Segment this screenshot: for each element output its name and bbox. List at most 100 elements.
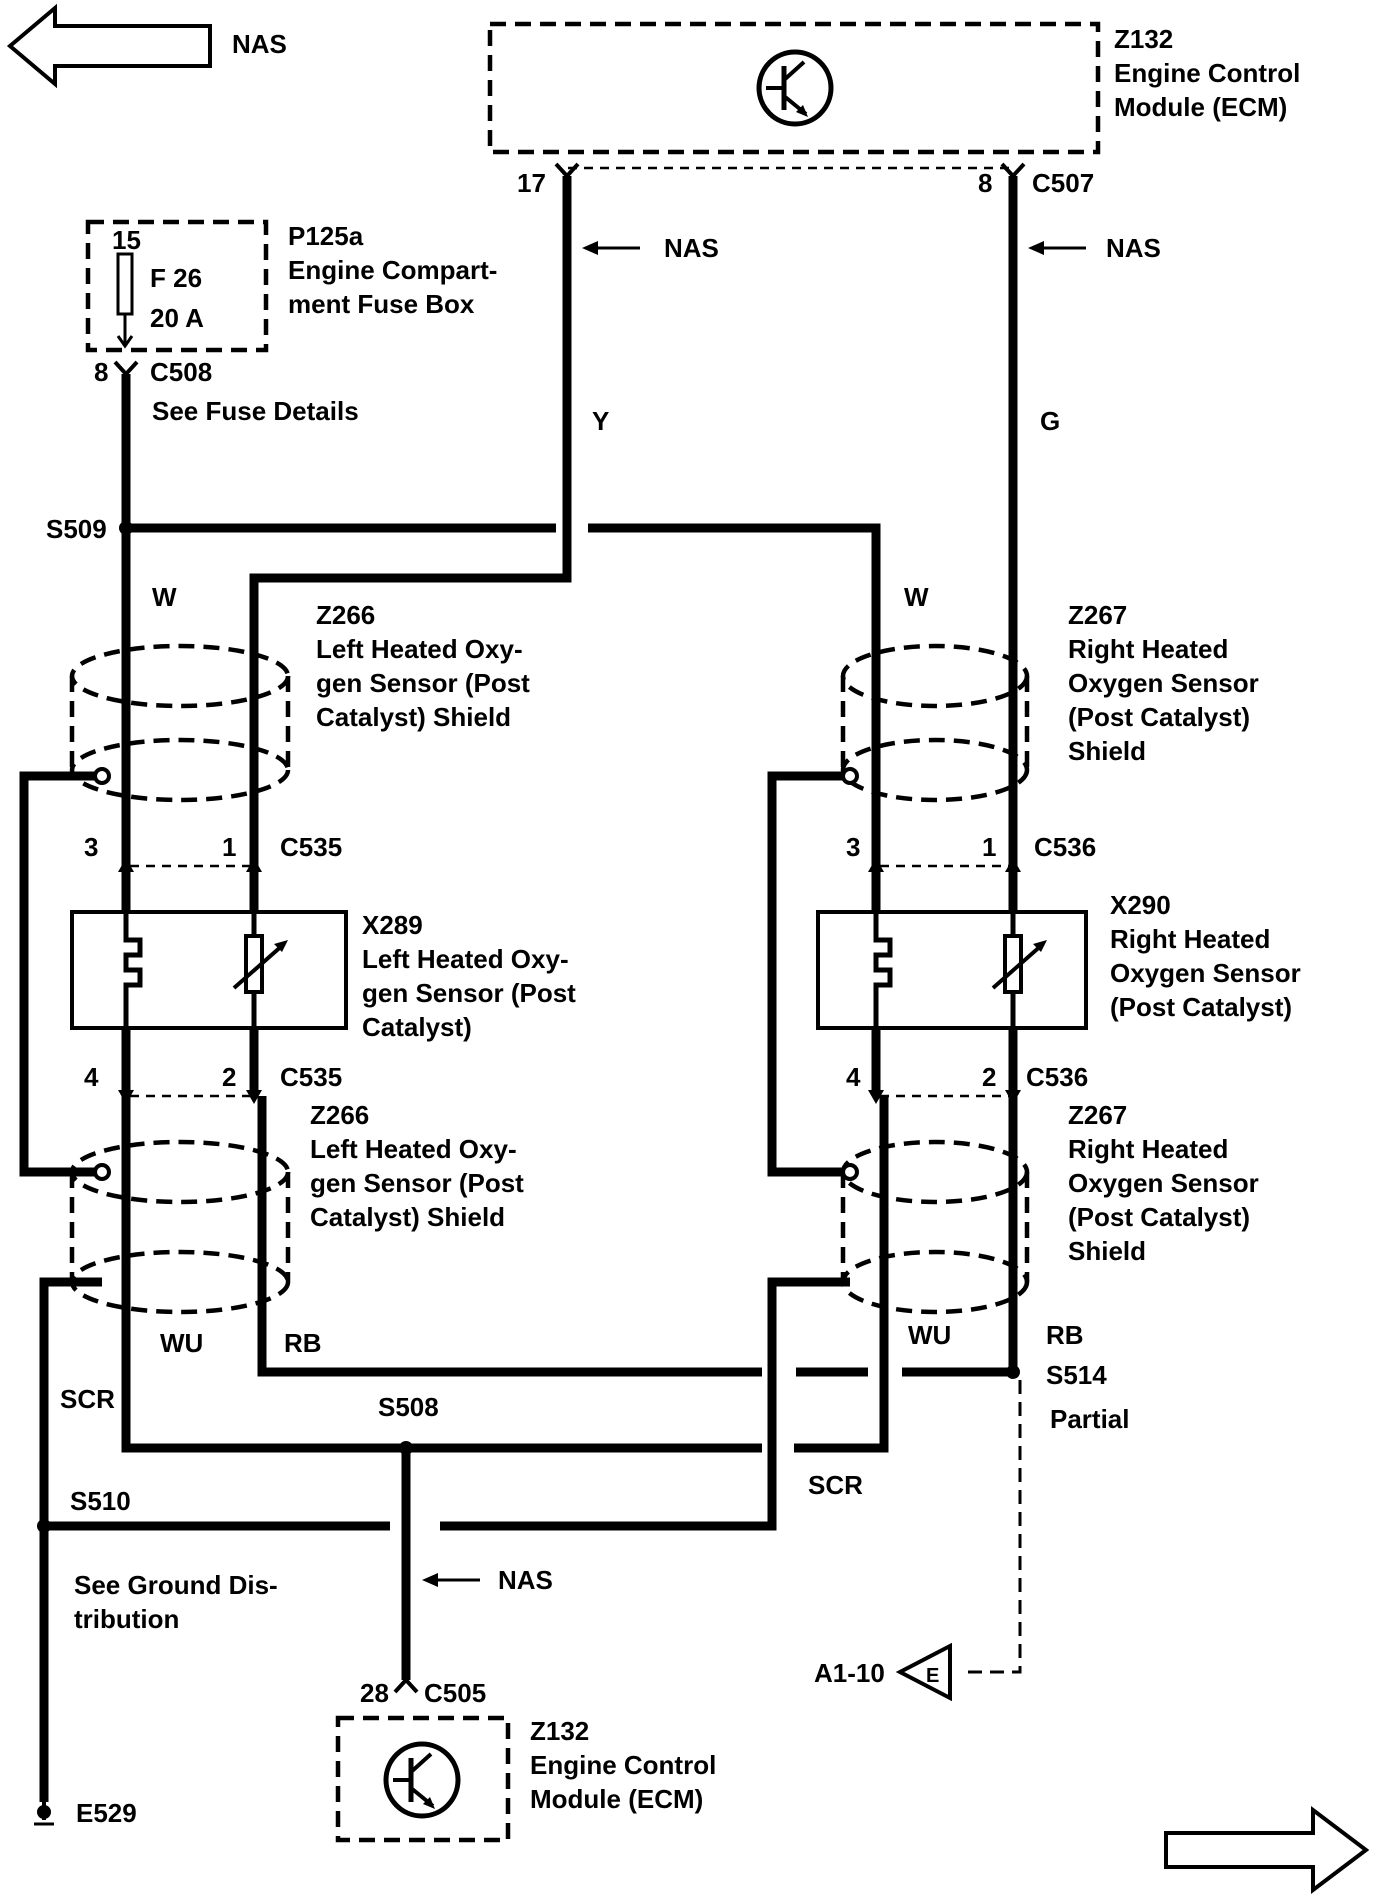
- right-upper-shield-line2: Oxygen Sensor: [1068, 668, 1259, 698]
- wire-y-ecm-to-left-sensor: [249, 176, 572, 866]
- right-sensor-id: X290: [1110, 890, 1171, 920]
- ground-icon: [34, 1802, 54, 1826]
- left-lower-shield-line2: gen Sensor (Post: [310, 1168, 524, 1198]
- right-sensor-connector-bottom: C536: [1026, 1062, 1088, 1092]
- ecm-bottom-line2: Module (ECM): [530, 1784, 703, 1814]
- right-shield-drain-loop: [767, 771, 850, 1177]
- fuse-box-note: See Fuse Details: [152, 396, 359, 426]
- ground-note-line2: tribution: [74, 1604, 179, 1634]
- offpage-connector-letter: E: [926, 1665, 939, 1687]
- right-sensor-pin3: 3: [846, 832, 860, 862]
- left-sensor-pin4: 4: [84, 1062, 99, 1092]
- fuse-box-cavity: 15: [112, 225, 141, 255]
- wire-g-label: G: [1040, 406, 1060, 436]
- transistor-icon: [383, 1741, 461, 1819]
- c507-pin17-terminal: [554, 162, 580, 179]
- right-lower-shield-line4: Shield: [1068, 1236, 1146, 1266]
- c505-terminal: [393, 1677, 419, 1694]
- right-lower-shield-line2: Oxygen Sensor: [1068, 1168, 1259, 1198]
- right-lower-shield-id: Z267: [1068, 1100, 1127, 1130]
- fuse-box-connector: C508: [150, 357, 212, 387]
- offpage-connector-icon[interactable]: [895, 1642, 952, 1702]
- wire-w-right-label: W: [904, 582, 929, 612]
- right-lower-shield-drain-dot: [841, 1163, 859, 1181]
- left-upper-shield-icon: [69, 643, 291, 803]
- right-sensor-pin1: 1: [982, 832, 996, 862]
- fuse-box-line1: Engine Compart-: [288, 255, 497, 285]
- fuse-icon: [116, 252, 134, 349]
- splice-s514-dot: [1006, 1365, 1020, 1379]
- ground-note-line1: See Ground Dis-: [74, 1570, 278, 1600]
- ecm-top-id: Z132: [1114, 24, 1173, 54]
- wire-rb-right-label: RB: [1046, 1320, 1084, 1350]
- left-sensor-pin3: 3: [84, 832, 98, 862]
- left-sensor-box: [70, 910, 348, 1030]
- wire-scr-left-label: SCR: [60, 1384, 115, 1414]
- right-sensor-pin2: 2: [982, 1062, 996, 1092]
- left-lower-shield-drain-dot: [93, 1163, 111, 1181]
- splice-s508-label: S508: [378, 1392, 439, 1422]
- right-thermistor-icon: [991, 912, 1047, 1028]
- left-upper-shield-drain-dot: [93, 767, 111, 785]
- ecm-top-connector: C507: [1032, 168, 1094, 198]
- right-upper-shield-line1: Right Heated: [1068, 634, 1228, 664]
- wire-rb-left: [257, 1096, 762, 1377]
- c507-pin8-terminal: [1000, 162, 1026, 179]
- right-lower-shield-line1: Right Heated: [1068, 1134, 1228, 1164]
- left-sensor-pin1: 1: [222, 832, 236, 862]
- prev-page-label: NAS: [232, 29, 287, 59]
- left-shield-drain-loop: [19, 771, 102, 1177]
- c535-bottom-terminals: [118, 1090, 262, 1104]
- wire-wu-left-label: WU: [160, 1328, 203, 1358]
- right-heater-icon: [873, 912, 893, 1028]
- sensor-wire-segments: [121, 866, 1018, 1096]
- left-heater-icon: [123, 912, 143, 1028]
- right-lower-shield-icon: [840, 1139, 1030, 1315]
- nas-label-right-wire: NAS: [1106, 233, 1161, 263]
- c535-top-terminals: [118, 858, 262, 872]
- left-sensor-connector-top: C535: [280, 832, 342, 862]
- ecm-bottom-connector: C505: [424, 1678, 486, 1708]
- left-upper-shield-line3: Catalyst) Shield: [316, 702, 511, 732]
- ecm-bottom-pin: 28: [360, 1678, 389, 1708]
- wire-wu-right-label: WU: [908, 1320, 951, 1350]
- right-sensor-line2: Oxygen Sensor: [1110, 958, 1301, 988]
- left-sensor-line1: Left Heated Oxy-: [362, 944, 569, 974]
- left-lower-shield-id: Z266: [310, 1100, 369, 1130]
- right-upper-shield-line4: Shield: [1068, 736, 1146, 766]
- fuse-box-line2: ment Fuse Box: [288, 289, 475, 319]
- left-thermistor-icon: [232, 912, 288, 1028]
- nas-arrow-left-wire: [582, 241, 640, 255]
- fuse-box-rating: 20 A: [150, 303, 204, 333]
- nas-arrow-right-wire: [1028, 241, 1086, 255]
- prev-page-arrow-icon[interactable]: [6, 3, 212, 89]
- left-lower-shield-line1: Left Heated Oxy-: [310, 1134, 517, 1164]
- ground-id: E529: [76, 1798, 137, 1828]
- ecm-top-box: [487, 21, 1101, 155]
- left-upper-shield-id: Z266: [316, 600, 375, 630]
- wire-w-s509-right: [588, 523, 881, 866]
- right-sensor-line3: (Post Catalyst): [1110, 992, 1292, 1022]
- ecm-top-line2: Module (ECM): [1114, 92, 1287, 122]
- transistor-icon: [756, 49, 834, 127]
- offpage-ref: A1-10: [814, 1658, 885, 1688]
- left-sensor-connector-bottom: C535: [280, 1062, 342, 1092]
- right-sensor-connector-top: C536: [1034, 832, 1096, 862]
- fuse-box-fuse: F 26: [150, 263, 202, 293]
- splice-s514-label: S514: [1046, 1360, 1107, 1390]
- next-page-arrow-icon[interactable]: [1164, 1805, 1370, 1895]
- s514-partial-dashed-link: [968, 1380, 1022, 1674]
- wire-wu-left-to-s508-right: [794, 1096, 889, 1453]
- wire-wu-left: [121, 1096, 762, 1453]
- right-upper-shield-line3: (Post Catalyst): [1068, 702, 1250, 732]
- c508-terminal: [113, 360, 139, 377]
- wire-scr-left: [39, 1277, 102, 1802]
- wire-y-label: Y: [592, 406, 609, 436]
- right-sensor-line1: Right Heated: [1110, 924, 1270, 954]
- right-lower-shield-line3: (Post Catalyst): [1068, 1202, 1250, 1232]
- nas-label-bottom-wire: NAS: [498, 1565, 553, 1595]
- ecm-bottom-box: [335, 1715, 511, 1843]
- splice-s514-partial: Partial: [1050, 1404, 1130, 1434]
- wire-scr-right: [440, 1277, 850, 1531]
- ecm-top-pin-right: 8: [978, 168, 992, 198]
